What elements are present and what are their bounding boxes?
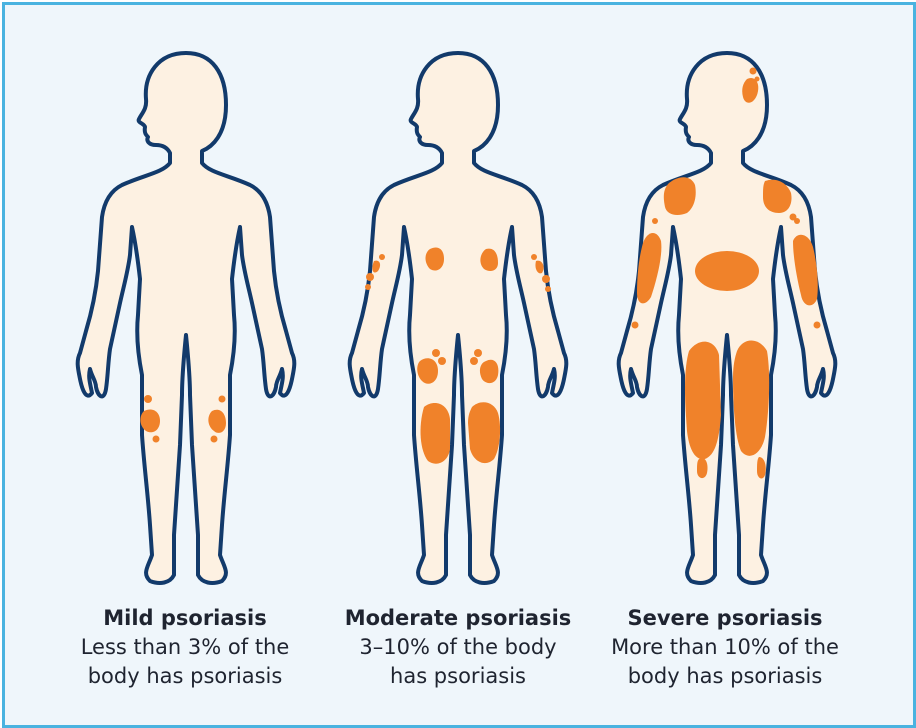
body-silhouette-mild [66, 35, 306, 597]
patch-left-knee-spot-2 [153, 436, 160, 443]
patch-right-hip-spot-1 [474, 349, 482, 357]
patch-back [695, 251, 759, 291]
body-silhouette-moderate [338, 35, 578, 597]
body-silhouette-severe [607, 35, 847, 597]
patch-right-leg [733, 341, 769, 456]
caption-description-line-1: Less than 3% of the [55, 633, 315, 662]
patch-right-knee-spot-1 [219, 396, 226, 403]
patch-left-forearm-2 [366, 273, 374, 281]
patch-left-forearm-3 [379, 254, 385, 260]
patch-left-calf [697, 458, 708, 478]
caption-description-line-2: body has psoriasis [595, 662, 855, 691]
body-outline [350, 53, 567, 583]
patch-right-forearm-2 [542, 275, 550, 283]
patch-right-hip [480, 360, 498, 383]
patch-right-arm-spot [794, 218, 800, 224]
caption-title: Severe psoriasis [595, 603, 855, 633]
body-outline [78, 53, 295, 583]
body-outline [619, 53, 836, 583]
caption-title: Mild psoriasis [55, 603, 315, 633]
patch-right-knee-spot-2 [211, 436, 218, 443]
patch-left-thigh [421, 403, 450, 464]
caption-description-line-1: More than 10% of the [595, 633, 855, 662]
patch-right-hip-spot-2 [470, 357, 478, 365]
patch-left-forearm-4 [365, 284, 371, 290]
caption-description-line-2: has psoriasis [328, 662, 588, 691]
patch-left-leg [685, 342, 721, 460]
figure-moderate [338, 35, 578, 597]
figure-severe [607, 35, 847, 597]
caption-title: Moderate psoriasis [328, 603, 588, 633]
patch-left-hip-spot-1 [432, 349, 440, 357]
patch-scalp-spot-1 [750, 68, 757, 75]
patch-left-arm-spot [652, 218, 658, 224]
patch-left-wrist [632, 322, 639, 329]
caption-description-line-2: body has psoriasis [55, 662, 315, 691]
patch-left-hip-spot-2 [438, 357, 446, 365]
figure-mild [66, 35, 306, 597]
patch-scalp-spot-2 [755, 77, 760, 82]
caption-description-line-1: 3–10% of the body [328, 633, 588, 662]
patch-right-forearm-4 [545, 286, 551, 292]
patch-right-forearm-3 [531, 254, 537, 260]
caption-severe: Severe psoriasis More than 10% of the bo… [595, 603, 855, 691]
caption-mild: Mild psoriasis Less than 3% of the body … [55, 603, 315, 691]
patch-left-knee-spot-1 [144, 395, 152, 403]
patch-right-thigh [468, 402, 500, 463]
patch-right-wrist [814, 322, 821, 329]
caption-moderate: Moderate psoriasis 3–10% of the body has… [328, 603, 588, 691]
